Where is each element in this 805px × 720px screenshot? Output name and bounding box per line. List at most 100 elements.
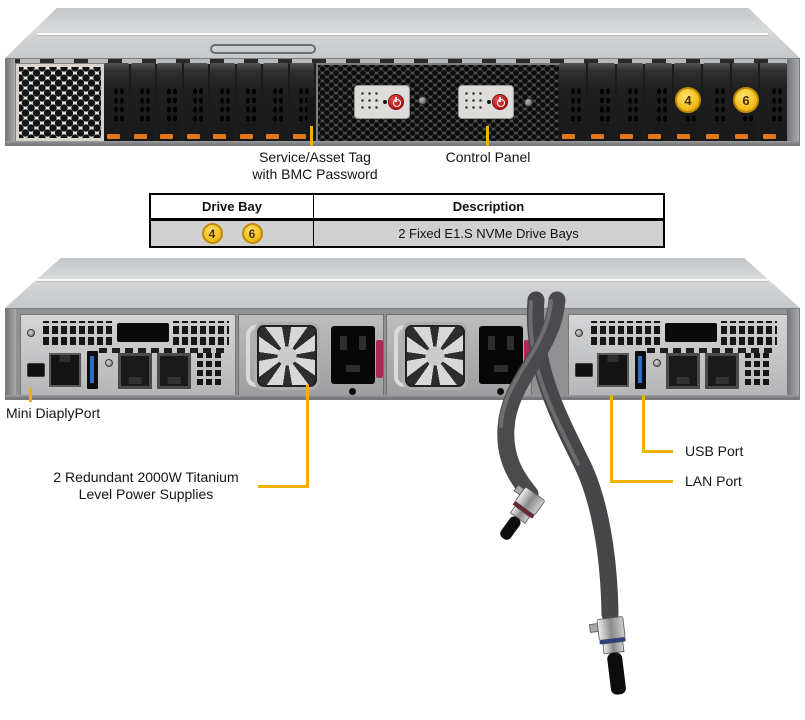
vent-grid — [721, 321, 777, 345]
drive-bay — [104, 63, 129, 143]
control-panel — [354, 85, 410, 119]
drive-bay — [616, 63, 644, 143]
screw-icon — [105, 359, 113, 367]
screw-icon — [27, 329, 35, 337]
mini-displayport-label: Mini DiaplyPort — [6, 405, 100, 422]
vent-dashes — [99, 348, 229, 353]
ac-pin — [494, 365, 508, 372]
table-badge-6: 6 — [241, 223, 263, 244]
psu-led — [497, 388, 504, 395]
front-rail-top — [6, 59, 799, 64]
psu-fan — [254, 322, 320, 390]
lid-seam — [36, 33, 769, 35]
callout-line-service-tag — [310, 126, 313, 146]
drive-bay — [587, 63, 615, 143]
vent-grid-small — [745, 353, 769, 385]
drive-bay — [760, 63, 787, 143]
lid-seam — [36, 279, 769, 281]
power-button-icon — [492, 94, 508, 110]
lan-port-label: LAN Port — [685, 473, 742, 490]
table-header-drive-bay: Drive Bay — [149, 193, 314, 221]
service-tag-label: Service/Asset Tag with BMC Password — [225, 149, 405, 183]
drive-bay — [702, 63, 730, 143]
usb-port — [87, 351, 98, 389]
power-button-icon — [388, 94, 404, 110]
callout-line-mini-dp — [29, 388, 32, 402]
chassis-ear-right — [787, 309, 799, 399]
lan-port-label-text: LAN Port — [685, 473, 742, 489]
mini-displayport — [27, 363, 45, 377]
psu-led — [349, 388, 356, 395]
blue-ring — [599, 637, 626, 645]
psu-label-line1: 2 Redundant 2000W Titanium — [53, 469, 239, 485]
led-indicator-grid — [359, 90, 381, 112]
drive-bay — [236, 63, 261, 143]
psu-handle — [394, 325, 408, 387]
vent-grid — [591, 321, 661, 345]
vent-dashes — [647, 348, 777, 353]
hose-connector-red — [500, 484, 545, 540]
screw-icon — [575, 329, 583, 337]
table-row: 4 6 2 Fixed E1.S NVMe Drive Bays — [149, 219, 665, 248]
table-cell-description: 2 Fixed E1.S NVMe Drive Bays — [313, 219, 665, 248]
drive-bay — [130, 63, 155, 143]
drive-bay-table: Drive Bay Description 4 6 2 Fixed E1.S N… — [149, 193, 665, 248]
callout-line-usb-vertical — [642, 395, 645, 453]
power-supply-1 — [238, 314, 384, 398]
service-tag-label-line2: with BMC Password — [252, 166, 378, 182]
chassis-lid-front — [5, 8, 800, 58]
mini-displayport — [575, 363, 593, 377]
usb-port-label: USB Port — [685, 443, 743, 460]
vent-grid — [43, 321, 113, 345]
drive-bay — [157, 63, 182, 143]
usb-port — [635, 351, 646, 389]
drive-bay — [210, 63, 235, 143]
callout-line-usb-horizontal — [642, 450, 673, 453]
front-panel: 4 6 — [5, 58, 800, 146]
table-badge-4: 4 — [201, 223, 223, 244]
psu-release-tab — [376, 340, 383, 378]
lan-port-10g — [157, 353, 191, 389]
lan-port-10g — [118, 353, 152, 389]
chassis-lid-rear — [5, 258, 800, 308]
vent-grid-small — [197, 353, 221, 385]
uid-led — [383, 100, 387, 104]
lan-port — [49, 353, 81, 387]
hose-red — [497, 291, 566, 503]
callout-line-psu-vertical — [306, 385, 309, 488]
front-grille — [16, 64, 104, 141]
vent-grid — [173, 321, 229, 345]
lan-port-10g — [666, 353, 700, 389]
callout-line-psu-horizontal — [258, 485, 309, 488]
drive-badge-6: 6 — [733, 87, 759, 113]
control-panel — [458, 85, 514, 119]
psu-fan — [402, 322, 468, 390]
led-indicator-grid — [463, 90, 485, 112]
ac-pin — [346, 365, 360, 372]
red-ring — [512, 501, 535, 519]
callout-line-lan-vertical — [610, 395, 613, 483]
psu-label-line2: Level Power Supplies — [78, 486, 214, 502]
drive-bay — [559, 63, 586, 143]
lid-handle — [210, 44, 316, 54]
drive-bay — [645, 63, 672, 143]
node-io-panel-right — [568, 314, 788, 396]
chassis-ear-left — [6, 59, 15, 145]
control-panel-label-text: Control Panel — [445, 149, 531, 165]
screw-icon — [653, 359, 661, 367]
drive-badge-4: 4 — [675, 87, 701, 113]
drive-bay — [183, 63, 208, 143]
lan-port — [597, 353, 629, 387]
front-center-mesh — [316, 63, 562, 143]
service-tag-label-line1: Service/Asset Tag — [259, 149, 371, 165]
callout-line-control-panel — [486, 126, 489, 146]
reset-button — [524, 98, 533, 107]
usb-port-label-text: USB Port — [685, 443, 744, 459]
chassis-ear-right — [787, 59, 799, 145]
hose-connector-blue — [588, 616, 626, 695]
chassis-ear-left — [6, 309, 16, 399]
lan-port-10g — [705, 353, 739, 389]
psu-handle — [246, 325, 260, 387]
